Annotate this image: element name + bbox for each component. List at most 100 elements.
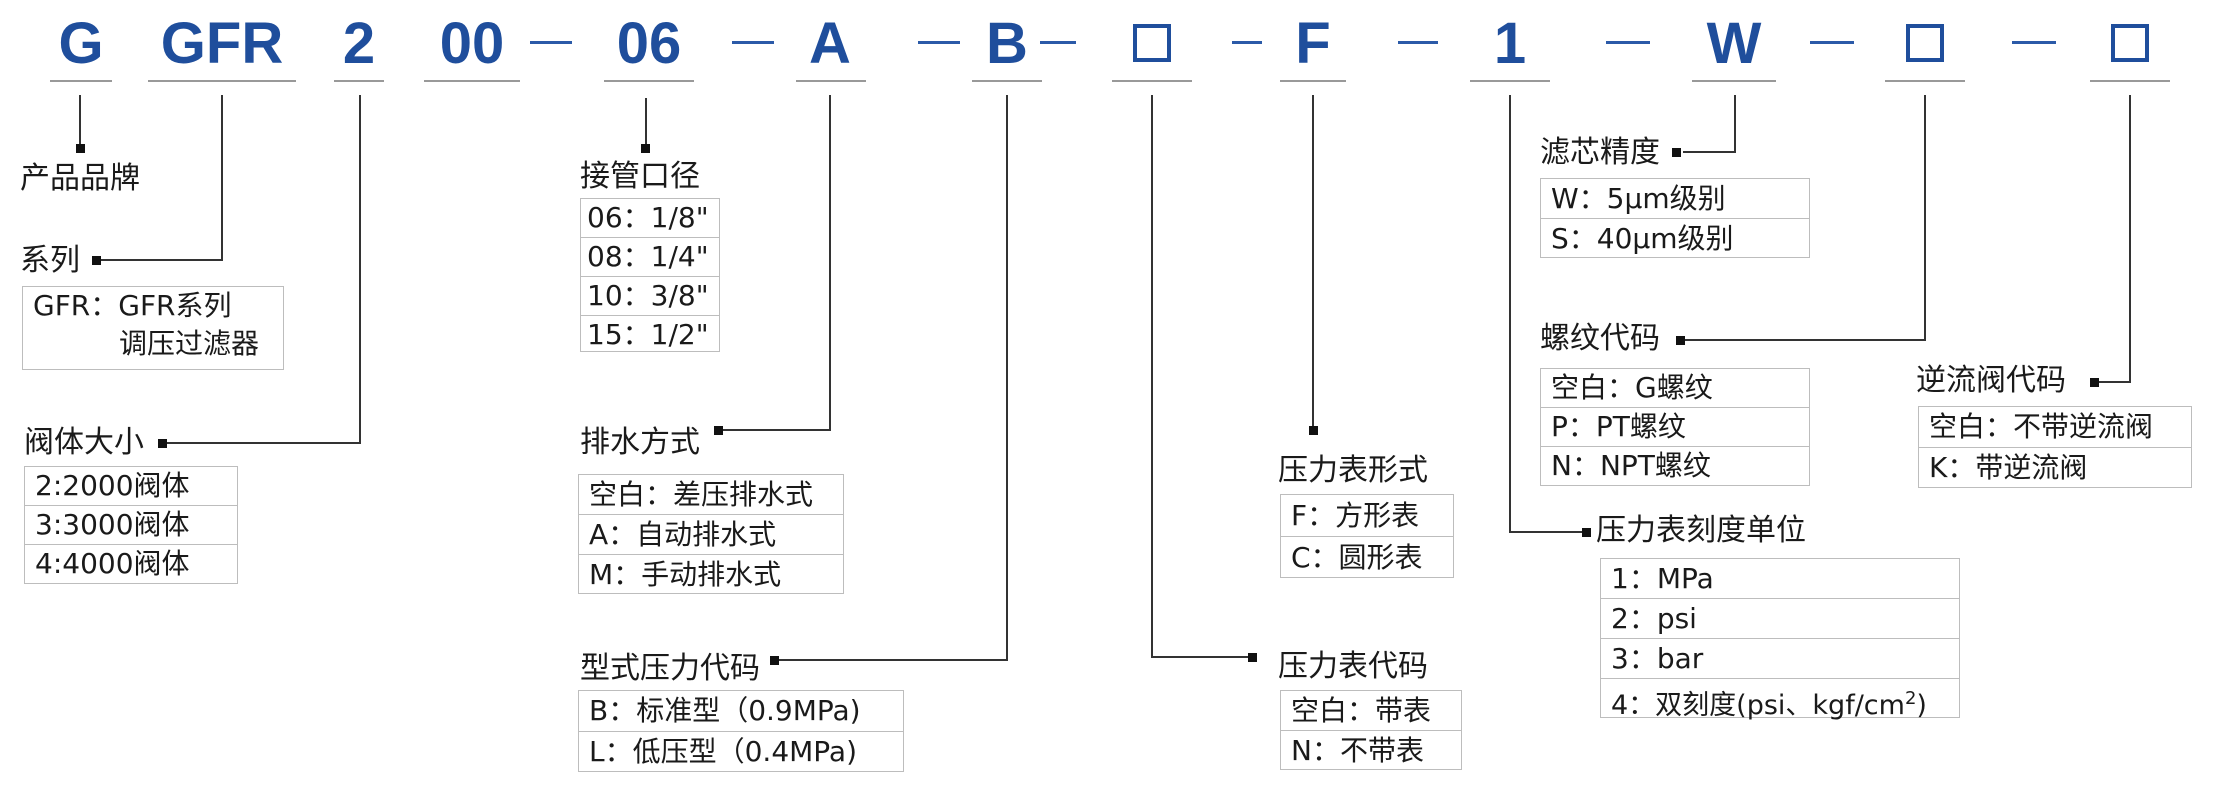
underline [148,80,296,82]
option-port-0: 06：1/8" [581,199,719,238]
option-check-valve-1: K：带逆流阀 [1929,451,2088,484]
options-gauge-shape: F：方形表 C：圆形表 [1280,494,1454,578]
separator-dash [530,41,572,44]
label-filter: 滤芯精度 [1540,135,1660,170]
line-gauge-code [1151,95,1250,658]
code-series: GFR [160,11,284,76]
option-gauge-unit-2: 3：bar [1601,639,1959,679]
option-gauge-shape-1: C：圆形表 [1291,541,1423,574]
label-gauge-unit: 压力表刻度单位 [1596,513,1806,548]
line-filter [1683,95,1736,153]
option-thread-0: 空白：G螺纹 [1541,369,1809,408]
label-port: 接管口径 [580,159,700,194]
dot-brand [76,144,85,153]
line-thread [1683,95,1926,341]
underline [604,80,694,82]
options-series: GFR：GFR系列 调压过滤器 [22,286,284,370]
line-gauge-unit [1509,95,1586,533]
separator-dash [732,41,774,44]
underline [2090,80,2170,82]
code-body-variant: 00 [439,11,505,76]
option-body-size-2: 4:4000阀体 [35,547,190,580]
label-drain: 排水方式 [580,425,700,460]
separator-dash [1040,41,1076,44]
underline [1470,80,1550,82]
label-brand: 产品品牌 [20,161,140,196]
line-drain [720,95,831,431]
option-check-valve-0: 空白：不带逆流阀 [1919,407,2191,448]
line-series [98,95,223,261]
options-body-size: 2:2000阀体 3:3000阀体 4:4000阀体 [24,466,238,584]
dot-filter [1672,148,1681,157]
dot-check-valve [2090,378,2099,387]
option-port-2: 10：3/8" [581,277,719,316]
separator-dash [918,41,960,44]
option-thread-1: P：PT螺纹 [1541,408,1809,447]
separator-dash [1810,41,1854,44]
underline [972,80,1042,82]
separator-dash [2012,41,2056,44]
option-gauge-unit-3-closing: ) [1916,690,1927,721]
separator-dash [1606,41,1650,44]
underline [796,80,866,82]
option-pressure-type-1: L：低压型（0.4MPa) [589,735,857,768]
option-gauge-unit-3-superscript: 2 [1904,688,1917,709]
dot-thread [1676,336,1685,345]
dot-gauge-unit [1582,528,1591,537]
line-check-valve [2096,95,2131,383]
label-body-size: 阀体大小 [24,425,144,460]
option-gauge-unit-0: 1：MPa [1601,559,1959,599]
line-body-size [165,95,361,444]
dot-body-size [158,439,167,448]
label-series: 系列 [20,243,80,278]
option-pressure-type-0: B：标准型（0.9MPa) [579,691,903,732]
code-brand: G [58,11,104,76]
code-gauge-code-box [1133,24,1171,62]
option-gauge-unit-3: 4：双刻度(psi、kgf/cm2) [1601,679,1959,721]
dot-pressure-type [770,656,779,665]
option-filter-0: W：5μm级别 [1541,179,1809,219]
dot-gauge-code [1248,653,1257,662]
underline [334,80,384,82]
dot-drain [714,426,723,435]
underline [424,80,520,82]
options-port: 06：1/8" 08：1/4" 10：3/8" 15：1/2" [580,198,720,352]
option-drain-2: M：手动排水式 [589,558,782,591]
underline [50,80,112,82]
label-pressure-type: 型式压力代码 [580,651,760,686]
option-filter-1: S：40μm级别 [1551,222,1734,255]
label-gauge-code: 压力表代码 [1278,649,1428,684]
options-gauge-unit: 1：MPa 2：psi 3：bar 4：双刻度(psi、kgf/cm2) [1600,558,1960,721]
code-body-size: 2 [342,11,376,76]
option-gauge-shape-0: F：方形表 [1281,495,1453,537]
underline [1692,80,1776,82]
code-thread-box [1906,24,1944,62]
option-body-size-1: 3:3000阀体 [25,506,237,545]
option-drain-0: 空白：差压排水式 [579,475,843,515]
code-drain: A [809,11,851,76]
options-gauge-code: 空白：带表 N：不带表 [1280,690,1462,770]
underline [1112,80,1192,82]
underline [1885,80,1965,82]
option-body-size-0: 2:2000阀体 [25,467,237,506]
option-gauge-code-0: 空白：带表 [1281,691,1461,731]
label-gauge-shape: 压力表形式 [1278,453,1428,488]
label-thread: 螺纹代码 [1540,321,1660,356]
dot-gauge-shape [1309,426,1318,435]
options-pressure-type: B：标准型（0.9MPa) L：低压型（0.4MPa) [578,690,904,772]
option-gauge-unit-3-text: 4：双刻度(psi、kgf/cm [1611,690,1905,721]
option-series-0: GFR：GFR系列 [33,289,232,322]
line-pressure-type [776,95,1008,661]
options-filter: W：5μm级别 S：40μm级别 [1540,178,1810,258]
dot-port [641,144,650,153]
underline [1280,80,1346,82]
option-drain-1: A：自动排水式 [579,515,843,555]
separator-dash [1232,41,1262,44]
option-thread-2: N：NPT螺纹 [1551,449,1711,482]
options-drain: 空白：差压排水式 A：自动排水式 M：手动排水式 [578,474,844,594]
option-port-3: 15：1/2" [587,318,709,351]
code-port: 06 [616,11,682,76]
code-gauge-unit: 1 [1493,11,1527,76]
separator-dash [1398,41,1438,44]
